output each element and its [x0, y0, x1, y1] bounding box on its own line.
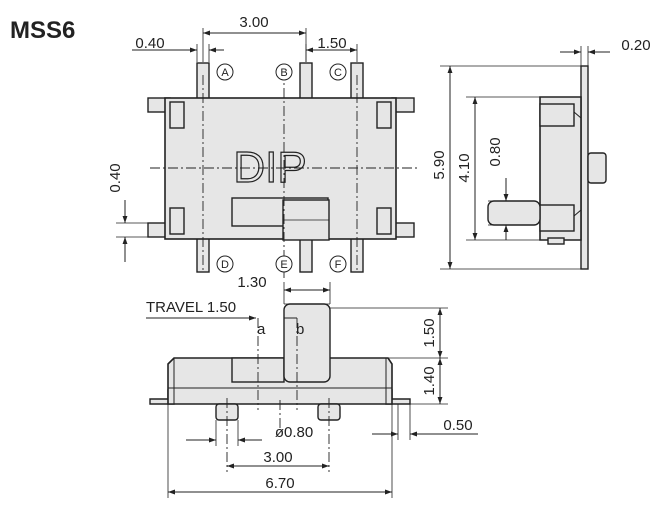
side-lower-block [539, 204, 575, 232]
pin-label-b: B [280, 67, 287, 79]
side-body [539, 96, 582, 241]
dim-pitch-ab: 3.00 [239, 14, 268, 31]
pin-label-d-circle [216, 255, 234, 273]
pin-label-b-circle [275, 63, 293, 81]
pin-label-f-circle [329, 255, 347, 273]
rib-tl [169, 101, 185, 129]
dim-lead-thickness: 0.50 [443, 417, 472, 434]
dim-pin-width: 0.40 [135, 35, 164, 52]
dim-body: 4.10 [456, 153, 473, 182]
pin-e [299, 237, 313, 273]
pin-label-e-circle [275, 255, 293, 273]
dim-thickness: 0.20 [621, 37, 650, 54]
front-view: TRAVEL 1.50 a b 1.30 1.50 1.40 0.50 ø0.8… [146, 274, 478, 498]
dim-pitch-bc: 1.50 [317, 35, 346, 52]
travel-label: TRAVEL 1.50 [146, 299, 236, 316]
dim-post-dia: ø0.80 [275, 424, 313, 441]
pin-label-a: A [221, 67, 229, 79]
dim-post-pitch: 3.00 [263, 449, 292, 466]
pin-label-c: C [334, 67, 342, 79]
pin-label-f: F [335, 259, 342, 271]
dim-left-lead: 0.40 [107, 163, 124, 192]
top-view: DIP A B C D E F 3.00 0.40 1.50 [107, 14, 420, 280]
side-frame [580, 65, 589, 270]
dim-body-height: 1.40 [421, 366, 438, 395]
model-title: MSS6 [10, 17, 75, 44]
rib-br [376, 207, 392, 235]
rib-bl [169, 207, 185, 235]
pin-label-a-circle [216, 63, 234, 81]
label-b: b [296, 321, 304, 338]
rib-tr [376, 101, 392, 129]
dim-actuator-width: 1.30 [237, 274, 266, 291]
pin-b [299, 62, 313, 102]
label-a: a [257, 321, 266, 338]
side-view: 0.20 5.90 4.10 0.80 [431, 37, 651, 270]
side-upper-block [539, 103, 575, 127]
side-foot [547, 237, 565, 245]
side-nub [587, 152, 607, 184]
dim-actuator-height: 1.50 [421, 318, 438, 347]
front-actuator [283, 303, 331, 383]
side-lead [487, 200, 541, 226]
pin-label-e: E [280, 259, 287, 271]
pin-label-d: D [221, 259, 229, 271]
dim-lead: 0.80 [487, 137, 504, 166]
dip-marking: DIP [233, 143, 306, 192]
pin-label-c-circle [329, 63, 347, 81]
dim-overall-width: 6.70 [265, 475, 294, 492]
dim-overall: 5.90 [431, 150, 448, 179]
